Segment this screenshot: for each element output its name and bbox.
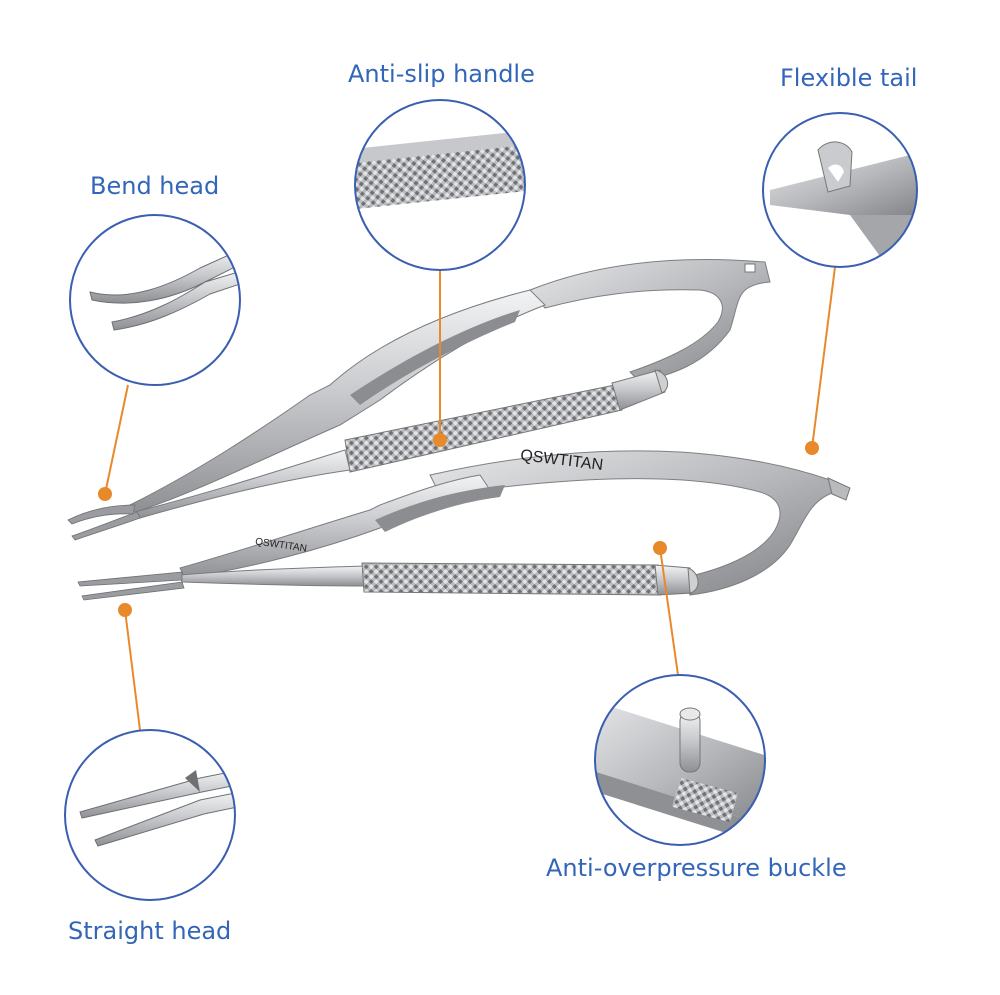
- leader-lines: [104, 266, 836, 731]
- lower-upper-jaw-arm: [179, 474, 491, 579]
- label-flexible-tail: Flexible tail: [780, 64, 918, 92]
- lower-straight-jaws: [77, 571, 185, 601]
- callout-dot-icon: [433, 433, 447, 447]
- callout-straight-head: [64, 729, 236, 901]
- label-straight-head: Straight head: [68, 917, 232, 945]
- upper-knurled-handle: [344, 384, 623, 473]
- lower-collar-end: [687, 567, 699, 594]
- upper-collar-end: [654, 369, 669, 394]
- lower-spring-arm: [429, 450, 836, 596]
- upper-needle-holder: [67, 258, 771, 541]
- lower-handle-collar: [654, 564, 693, 596]
- upper-tail-slot: [744, 263, 756, 273]
- callout-dot-icon: [118, 603, 132, 617]
- callout-dot-icon: [653, 541, 667, 555]
- label-anti-overpressure-buckle: Anti-overpressure buckle: [546, 854, 847, 882]
- callout-dot-icon: [98, 487, 112, 501]
- callout-anti-slip-handle: [354, 99, 526, 271]
- lower-needle-holder: [77, 450, 851, 601]
- callout-bend-head: [69, 214, 241, 386]
- upper-spring-arm: [529, 258, 771, 383]
- lower-handle-groove: [375, 485, 505, 532]
- upper-bent-jaws: [67, 504, 141, 541]
- callout-flexible-tail: [762, 112, 918, 268]
- upper-handle-groove: [350, 310, 520, 405]
- callout-anti-overpressure-buckle: [594, 674, 766, 846]
- callout-dot-icon: [805, 441, 819, 455]
- leader-dots: [98, 433, 819, 617]
- label-anti-slip-handle: Anti-slip handle: [348, 60, 535, 88]
- label-bend-head: Bend head: [90, 172, 220, 200]
- lower-knurled-handle: [361, 562, 661, 596]
- upper-handle-collar: [611, 369, 666, 411]
- lower-tail-tab: [827, 477, 851, 501]
